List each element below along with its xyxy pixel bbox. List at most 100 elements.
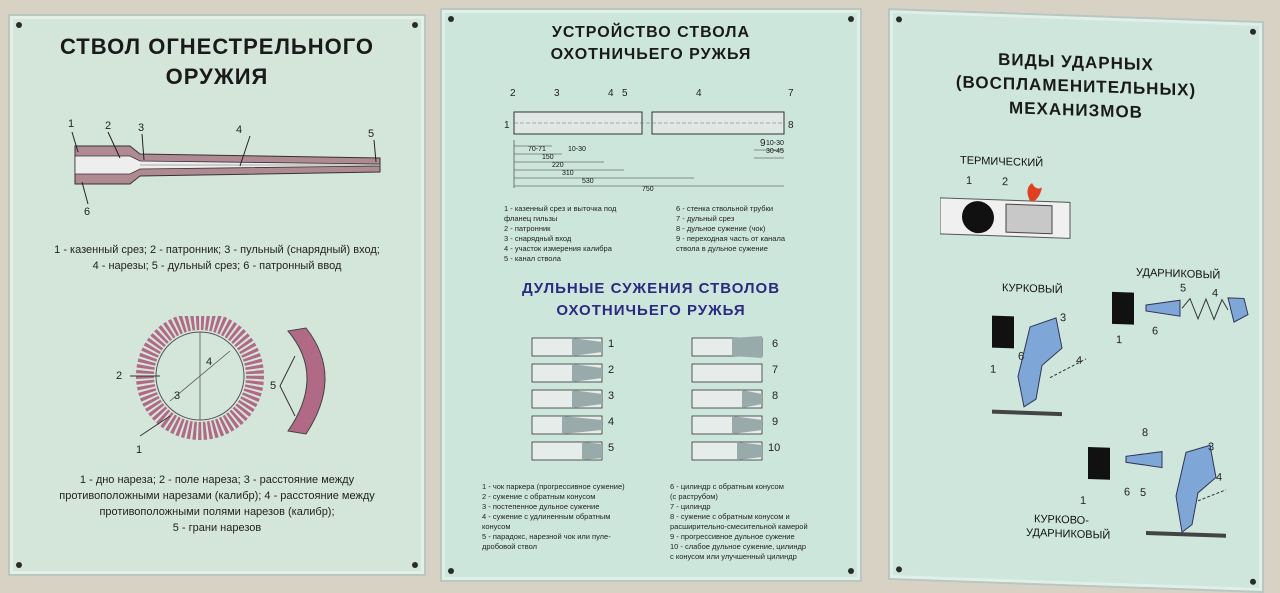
- choke-legend-left: 1 - чок паркера (прогрессивное сужение) …: [482, 482, 662, 552]
- mech-num: 5: [1180, 282, 1187, 295]
- bolt: [448, 16, 454, 22]
- poster2-title-line2: ОХОТНИЧЬЕГО РУЖЬЯ: [550, 46, 752, 63]
- legend-line: 6 - цилиндр с обратным конусом: [670, 482, 784, 491]
- dim-label: 220: [552, 162, 564, 169]
- cross-section-diagram: [130, 316, 326, 440]
- poster1-legend2: 1 - дно нареза; 2 - поле нареза; 3 - рас…: [79, 474, 355, 486]
- barrel-num: 6: [84, 206, 91, 218]
- choke-num: 5: [608, 442, 615, 454]
- choke-num: 2: [608, 364, 615, 376]
- mech-num: 6: [1018, 350, 1025, 363]
- poster2-legend-left: 1 - казенный срез и выточка под фланец г…: [504, 204, 674, 264]
- legend-line: 7 - цилиндр: [670, 502, 711, 511]
- dim-label: 530: [582, 178, 594, 185]
- section-num: 3: [174, 390, 181, 402]
- svg-text:4: 4: [696, 88, 702, 99]
- barrel-num: 5: [368, 128, 375, 140]
- poster1-legend: 1 - казенный срез; 2 - патронник; 3 - пу…: [54, 244, 380, 256]
- legend-line: 7 - дульный срез: [676, 214, 735, 223]
- mech-num: 3: [1208, 441, 1215, 454]
- bolt: [16, 22, 22, 28]
- dim-label: 10-30: [766, 140, 784, 147]
- mech-num: 8: [1142, 426, 1149, 440]
- thermal-diagram: [940, 183, 1071, 239]
- legend-line: 3 - снарядный вход: [504, 234, 572, 243]
- legend-line: 9 - прогрессивное дульное сужение: [670, 532, 795, 541]
- poster-firing-mechanisms: ВИДЫ УДАРНЫХ (ВОСПЛАМЕНИТЕЛЬНЫХ) МЕХАНИЗ…: [888, 8, 1264, 593]
- bolt: [848, 16, 854, 22]
- legend-line: 1 - казенный срез и выточка под: [504, 204, 617, 213]
- barrel-num: 3: [138, 122, 145, 134]
- choke-num: 1: [608, 338, 615, 350]
- legend-line: фланец гильзы: [504, 214, 558, 223]
- hammer-label: КУРКОВЫЙ: [1002, 281, 1063, 297]
- dim-label: 10-30: [568, 146, 586, 153]
- legend-line: 10 - слабое дульное сужение, цилиндр: [670, 542, 807, 551]
- choke-num: 10: [768, 442, 781, 454]
- choke-num: 8: [772, 390, 779, 402]
- legend-line: дробовой ствол: [482, 542, 537, 551]
- legend-line: 8 - дульное сужение (чок): [676, 224, 766, 233]
- mech-num: 6: [1124, 486, 1131, 499]
- hammer-diagram: [992, 315, 1087, 417]
- poster1-legend2: противоположными нарезами (калибр); 4 - …: [59, 490, 375, 502]
- bolt: [16, 562, 22, 568]
- legend-line: с конусом или улучшенный цилиндр: [670, 552, 797, 561]
- choke-diagrams: [531, 336, 763, 461]
- bolt: [412, 562, 418, 568]
- legend-line: 4 - участок измерения калибра: [504, 244, 612, 253]
- section-num: 4: [206, 356, 213, 368]
- svg-text:1: 1: [504, 120, 510, 131]
- legend-line: 1 - чок паркера (прогрессивное сужение): [482, 482, 625, 491]
- barrel-num: 4: [236, 124, 243, 136]
- choke-num: 7: [772, 364, 779, 376]
- mech-num: 4: [1076, 354, 1083, 367]
- legend-line: 5 - канал ствола: [504, 254, 561, 263]
- poster-barrel: СТВОЛ ОГНЕСТРЕЛЬНОГО ОРУЖИЯ 1 2 3 4 5 6 …: [8, 14, 426, 576]
- poster2-subtitle-line1: ДУЛЬНЫЕ СУЖЕНИЯ СТВОЛОВ: [521, 280, 781, 297]
- mech-num: 6: [1152, 325, 1159, 338]
- dim-label: 30-45: [766, 148, 784, 155]
- poster1-title-line2: ОРУЖИЯ: [165, 64, 269, 89]
- bolt: [1250, 28, 1256, 35]
- svg-text:7: 7: [788, 88, 794, 99]
- choke-num: 3: [608, 390, 615, 402]
- poster2-legend-right: 6 - стенка ствольной трубки 7 - дульный …: [676, 204, 846, 254]
- legend-line: 2 - патронник: [504, 224, 551, 233]
- bolt: [412, 22, 418, 28]
- legend-line: ствола в дульное сужение: [676, 244, 768, 253]
- poster1-title-line1: СТВОЛ ОГНЕСТРЕЛЬНОГО: [59, 34, 375, 59]
- bolt: [848, 568, 854, 574]
- dim-label: 70-71: [528, 146, 546, 153]
- poster1-legend2: противоположными полями нарезов (калибр)…: [99, 506, 335, 518]
- barrel-num: 1: [68, 118, 75, 130]
- mech-num: 1: [966, 174, 973, 187]
- legend-line: 2 - сужение с обратным конусом: [482, 492, 596, 501]
- striker-diagram: [1112, 291, 1249, 325]
- poster2-subtitle-line2: ОХОТНИЧЬЕГО РУЖЬЯ: [556, 302, 746, 319]
- svg-text:4: 4: [608, 88, 614, 99]
- svg-text:3: 3: [554, 88, 560, 99]
- bolt: [1250, 578, 1256, 585]
- mech-num: 4: [1216, 471, 1223, 484]
- svg-text:8: 8: [788, 120, 794, 131]
- combo-label: КУРКОВО-: [1034, 513, 1089, 528]
- combo-label: УДАРНИКОВЫЙ: [1026, 526, 1111, 542]
- section-num: 2: [116, 370, 123, 382]
- mech-num: 1: [990, 363, 997, 376]
- choke-num: 6: [772, 338, 779, 350]
- legend-line: 4 - сужение с удлиненным обратным: [482, 512, 611, 521]
- legend-line: 8 - сужение с обратным конусом и: [670, 512, 790, 521]
- combo-diagram: [1088, 444, 1227, 538]
- dim-label: 150: [542, 154, 554, 161]
- dim-label: 310: [562, 170, 574, 177]
- section-num: 1: [136, 444, 143, 456]
- legend-line: 6 - стенка ствольной трубки: [676, 204, 774, 213]
- barrel-num: 2: [105, 120, 112, 132]
- mech-num: 3: [1060, 312, 1067, 325]
- poster2-title-line1: УСТРОЙСТВО СТВОЛА: [551, 24, 751, 41]
- poster1-legend: 4 - нарезы; 5 - дульный срез; 6 - патрон…: [92, 260, 342, 272]
- dim-label: 750: [642, 186, 654, 193]
- svg-text:5: 5: [622, 88, 628, 99]
